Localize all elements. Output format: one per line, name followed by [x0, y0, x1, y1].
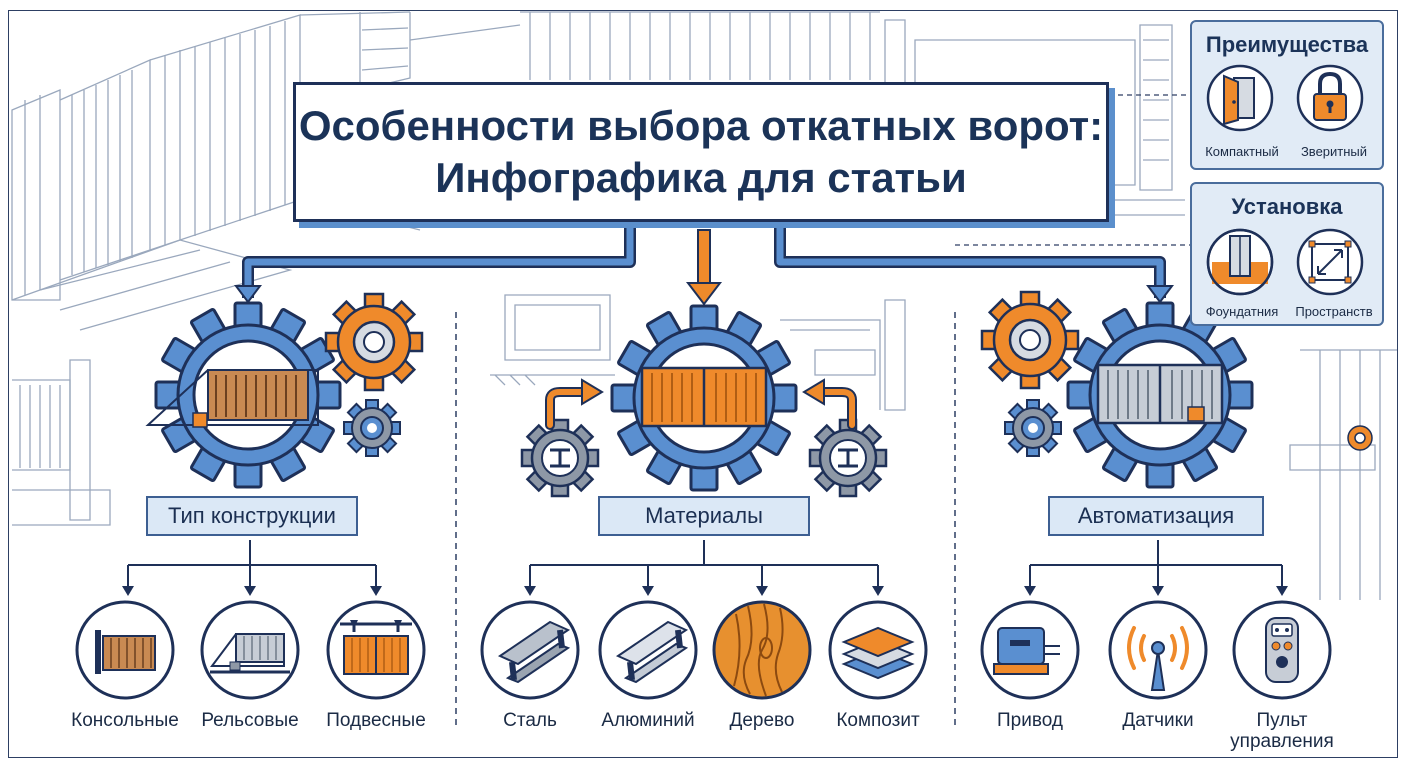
item-label-rail: Рельсовые [201, 710, 299, 731]
item-label-suspended: Подвесные [326, 710, 426, 731]
panel-advantages-label-security: Зверитный [1300, 144, 1368, 159]
tiny-orange-gear-icon [1347, 425, 1373, 451]
wood-icon [712, 600, 812, 700]
steel-gear-right-icon [808, 418, 888, 498]
gear-materials-icon [610, 304, 798, 492]
composite-layers-icon [828, 600, 928, 700]
panel-connectors [955, 94, 1190, 246]
item-label-drive: Привод [997, 710, 1063, 731]
suspended-gate-icon [326, 600, 426, 700]
item-label-cantilever: Консольные [71, 710, 179, 731]
title-line-2: Инфографика для статьи [435, 154, 967, 201]
category-label-construction: Тип конструкции [146, 496, 358, 536]
steel-beam-icon [480, 600, 580, 700]
outer-frame [8, 10, 1398, 758]
item-label-aluminum: Алюминий [601, 710, 695, 731]
item-label-wood: Дерево [729, 710, 795, 731]
panel-advantages-title: Преимущества [1205, 32, 1369, 57]
branch-arrowheads [122, 586, 1288, 596]
column-separators [455, 312, 956, 725]
title-line-1: Особенности выбора откатных ворот: [298, 102, 1104, 149]
small-blue-gear-icon [343, 399, 401, 457]
category-label-automation: Автоматизация [1048, 496, 1264, 536]
sensor-signal-icon [1108, 600, 1208, 700]
gear-construction-icon [145, 301, 342, 489]
title-box: Особенности выбора откатных ворот: Инфог… [293, 82, 1109, 222]
panel-advantages-label-compact: Компактный [1205, 144, 1279, 159]
rail-gate-icon [200, 600, 300, 700]
panel-installation-label-foundation: Фоундатния [1205, 304, 1279, 319]
gear-automation-icon [1066, 301, 1254, 489]
item-label-composite: Композит [836, 710, 920, 731]
panel-installation: Установка Фоундатния Пространств [1190, 182, 1384, 326]
remote-control-icon [1232, 600, 1332, 700]
gate-drive-icon [980, 600, 1080, 700]
item-label-remote: Пульт управления [1230, 710, 1334, 752]
item-label-sensors: Датчики [1122, 710, 1194, 731]
small-gray-gear-icon [1004, 399, 1062, 457]
branch-connectors [127, 540, 1283, 588]
steel-gear-left-icon [520, 418, 600, 498]
orange-gear-right-icon [980, 290, 1080, 390]
panel-installation-label-space: Пространств [1295, 304, 1373, 319]
title-connectors [234, 222, 1174, 306]
panel-installation-title: Установка [1231, 194, 1343, 219]
item-label-steel: Сталь [503, 710, 557, 731]
orange-curved-arrows [545, 378, 857, 430]
panel-advantages: Преимущества Компактный Зверитный [1190, 20, 1384, 170]
aluminum-beam-icon [598, 600, 698, 700]
orange-gear-icon [324, 292, 424, 392]
cantilever-gate-icon [75, 600, 175, 700]
category-label-materials: Материалы [598, 496, 810, 536]
